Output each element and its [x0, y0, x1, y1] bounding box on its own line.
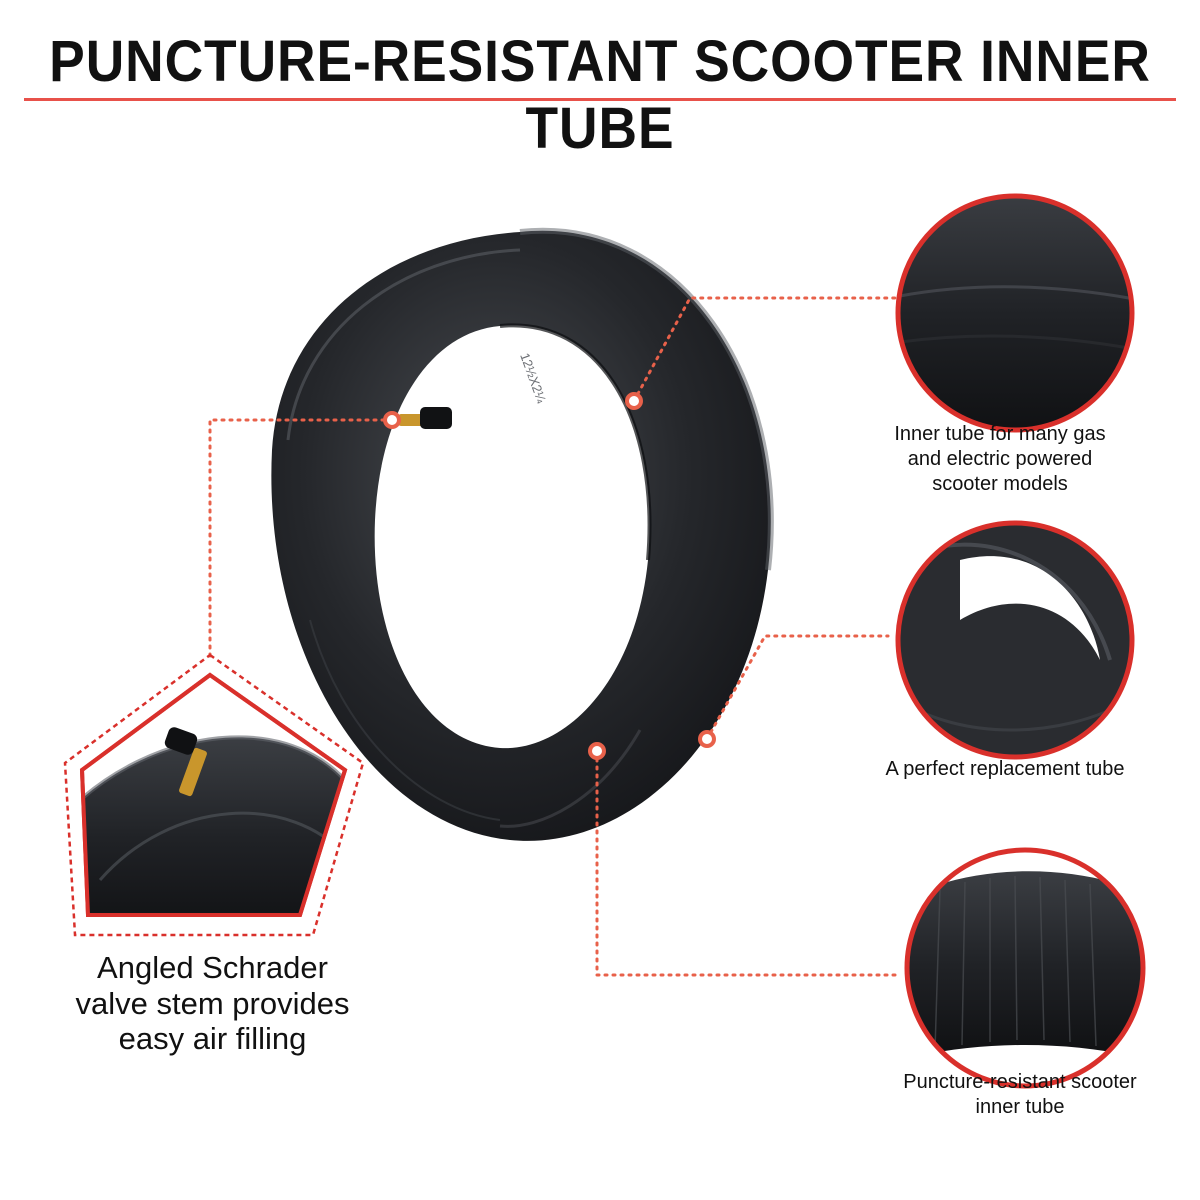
caption-line: inner tube: [975, 1096, 1065, 1118]
replacement-marker: [698, 730, 716, 748]
caption-replacement: A perfect replacement tube: [850, 757, 1160, 782]
caption-line: Inner tube for many gas: [894, 423, 1106, 445]
models-marker: [625, 392, 643, 410]
callout-markers: [383, 392, 716, 760]
caption-line: A perfect replacement tube: [885, 758, 1125, 780]
tube-marking: 12½X2¼: [517, 351, 549, 405]
caption-line: and electric powered: [907, 448, 1093, 470]
caption-line: Puncture-resistant scooter: [903, 1071, 1137, 1093]
caption-line: valve stem provides: [75, 985, 350, 1021]
zoom-circle-models: [895, 193, 1135, 433]
valve-marker: [383, 411, 401, 429]
caption-models: Inner tube for many gas and electric pow…: [870, 422, 1130, 497]
valve-stem-icon: [398, 407, 452, 429]
title-underline: [24, 98, 1176, 101]
caption-line: Angled Schrader: [97, 950, 328, 985]
valve-zoom-badge: [63, 653, 365, 937]
caption-valve: Angled Schrader valve stem provides easy…: [40, 950, 385, 1057]
puncture-marker: [588, 742, 606, 760]
caption-line: scooter models: [932, 473, 1068, 495]
zoom-circle-replacement: [895, 520, 1135, 760]
caption-line: easy air filling: [118, 1021, 307, 1057]
inner-tube-image: 12½X2¼: [271, 227, 774, 841]
zoom-circle-puncture: [904, 847, 1146, 1089]
callout-leaders: [208, 296, 902, 977]
caption-puncture: Puncture-resistant scooter inner tube: [870, 1070, 1170, 1120]
page-title: PUNCTURE-RESISTANT SCOOTER INNER TUBE: [49, 29, 1151, 161]
